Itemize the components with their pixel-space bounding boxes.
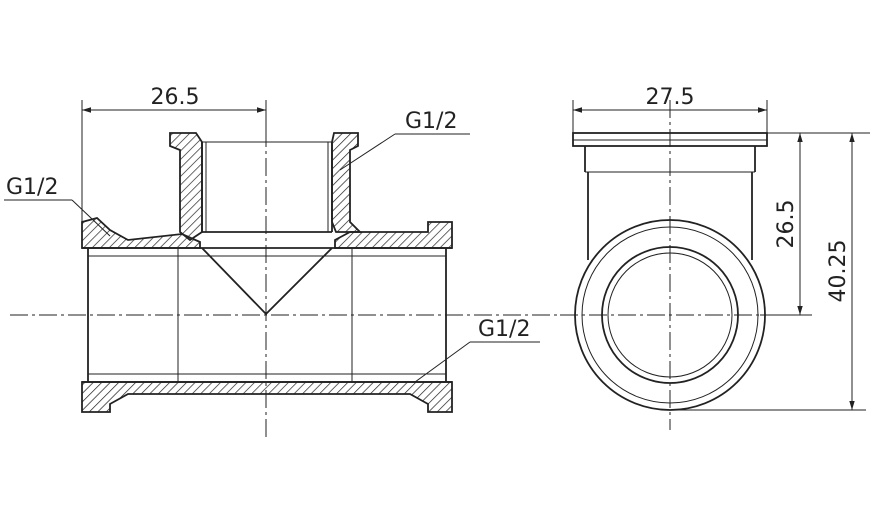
body-lower-wall xyxy=(81,381,453,413)
side-view: 27.5 26.5 40.25 xyxy=(560,85,870,430)
thread-right-label: G1/2 xyxy=(478,317,530,342)
side-dim-short-label: 26.5 xyxy=(774,200,799,249)
thread-top-label: G1/2 xyxy=(405,109,457,134)
side-neck xyxy=(584,146,756,172)
front-view: 26.5 G1/2 G1/2 G1/2 xyxy=(4,85,560,440)
leader-left xyxy=(71,199,111,237)
side-dim-width-label: 27.5 xyxy=(646,85,695,110)
leader-right xyxy=(414,341,471,383)
body-upper-wall-right xyxy=(334,221,453,249)
branch-right-wall xyxy=(331,132,363,233)
drill-cone xyxy=(201,247,333,316)
dim-width-label: 26.5 xyxy=(151,85,200,110)
side-body-edges xyxy=(587,172,753,260)
thread-left-label: G1/2 xyxy=(6,175,58,200)
side-dim-total-label: 40.25 xyxy=(826,240,851,303)
leader-top xyxy=(339,133,396,171)
branch-left-wall xyxy=(169,132,203,242)
